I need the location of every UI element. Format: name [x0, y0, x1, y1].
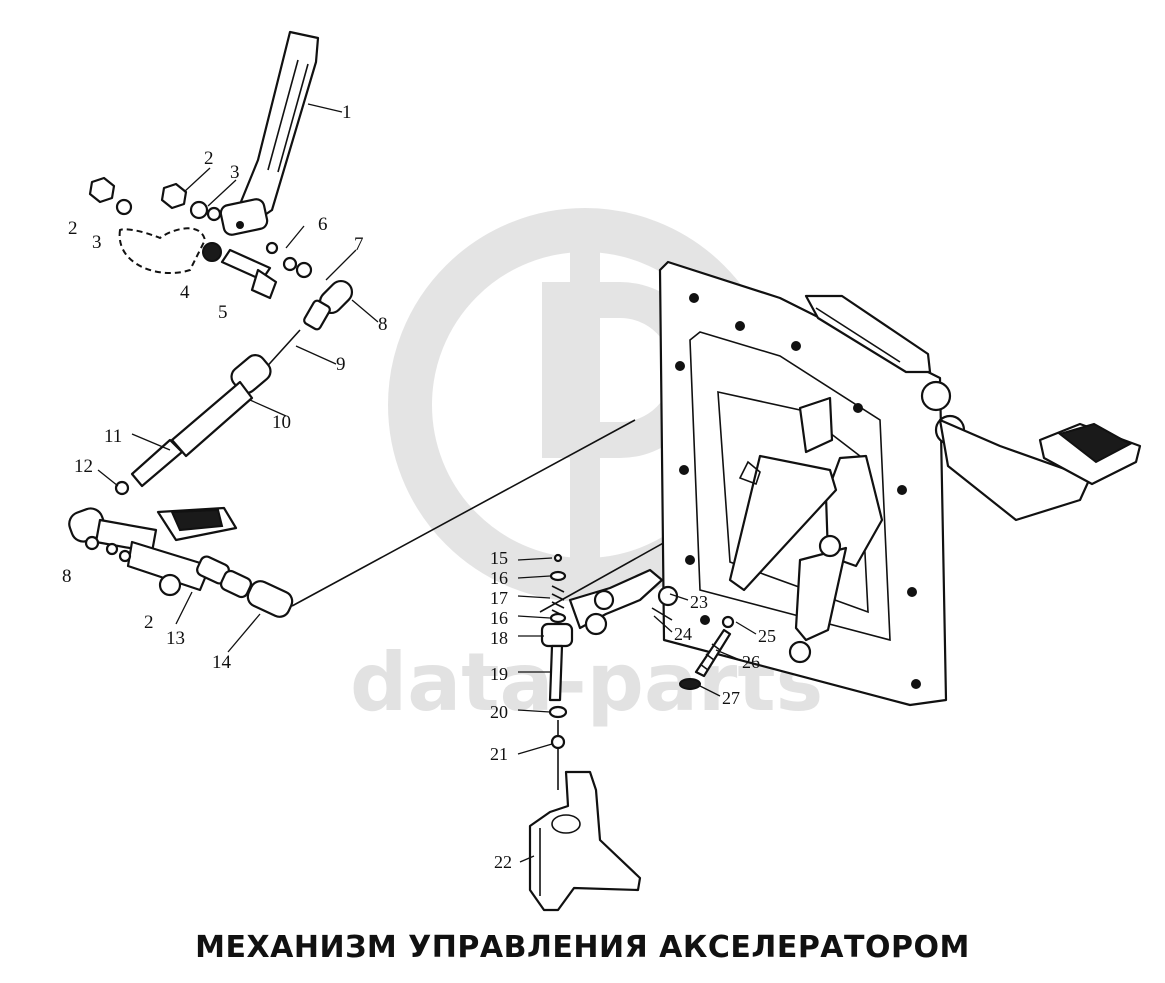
callout-5: 5 [218, 302, 228, 323]
bracket-dashed-hidden [118, 227, 207, 275]
callout-2b: 2 [68, 218, 78, 239]
callout-21: 21 [490, 744, 508, 764]
cable-housing [114, 354, 272, 496]
callout-10: 10 [272, 412, 291, 433]
callout-6: 6 [318, 214, 328, 235]
callout-15: 15 [490, 548, 508, 568]
callout-25: 25 [758, 626, 776, 646]
callout-16a: 16 [490, 568, 508, 588]
callout-4: 4 [180, 282, 190, 303]
callout-9: 9 [336, 354, 346, 375]
callout-27: 27 [722, 688, 740, 708]
diagram-caption: МЕХАНИЗМ УПРАВЛЕНИЯ АКСЕЛЕРАТОРОМ [195, 930, 970, 965]
callout-3a: 3 [230, 162, 240, 183]
bracket-22 [528, 770, 642, 912]
callout-19: 19 [490, 664, 508, 684]
callout-26: 26 [742, 652, 760, 672]
lower-rod-assembly [68, 506, 294, 618]
callout-7: 7 [354, 234, 364, 255]
link-line-14 [291, 419, 636, 607]
bolt-and-washer [202, 241, 313, 300]
callout-23: 23 [690, 592, 708, 612]
accelerator-pedal-lever [219, 30, 320, 236]
callout-16b: 16 [490, 608, 508, 628]
callouts: 1 2 3 2 3 4 5 6 7 8 9 10 11 12 8 2 13 14… [62, 102, 776, 872]
throttle-lever-23 [568, 568, 679, 636]
callout-20: 20 [490, 702, 508, 722]
vertical-rod-assembly [540, 553, 574, 790]
leader-lines [97, 103, 757, 863]
adjust-screw-25-26-27 [679, 615, 735, 690]
callout-8a: 8 [378, 314, 388, 335]
callout-2a: 2 [204, 148, 214, 169]
callout-11: 11 [104, 426, 122, 447]
callout-3b: 3 [92, 232, 102, 253]
callout-18: 18 [490, 628, 508, 648]
callout-2c: 2 [144, 612, 154, 633]
nuts-and-washers-upper [88, 176, 222, 222]
callout-12: 12 [74, 456, 93, 477]
callout-24: 24 [674, 624, 692, 644]
callout-14: 14 [212, 652, 232, 673]
callout-13: 13 [166, 628, 185, 649]
callout-1: 1 [342, 102, 352, 123]
callout-8b: 8 [62, 566, 72, 587]
callout-17: 17 [490, 588, 508, 608]
brake-pedal-arm [938, 418, 1142, 522]
inner-linkage [728, 396, 884, 664]
callout-22: 22 [494, 852, 512, 872]
